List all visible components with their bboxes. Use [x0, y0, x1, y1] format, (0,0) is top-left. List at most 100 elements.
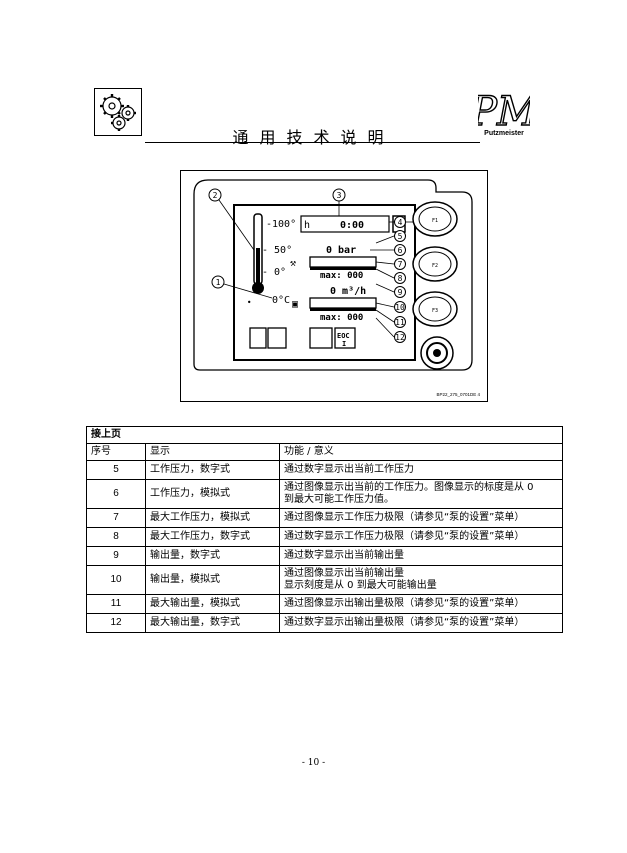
eoc-icon: [334, 327, 356, 349]
temp-scale-0: - 0°: [262, 267, 286, 278]
callout-11: 11: [395, 318, 405, 327]
output-max: max: 000: [320, 313, 363, 323]
output-value: 0 m³/h: [330, 286, 366, 297]
callout-10: 10: [395, 303, 405, 312]
eoc-label: EOC: [337, 332, 350, 340]
row-function: 通过数字显示出输出量极限（请参见“泵的设置”菜单）: [279, 613, 563, 633]
row-display: 工作压力，模拟式: [145, 479, 280, 509]
row-display: 输出量，模拟式: [145, 565, 280, 595]
callout-7: 7: [398, 260, 403, 269]
pressure-max: max: 000: [320, 271, 363, 281]
svg-text:I: I: [342, 340, 346, 348]
function-line: 通过数字显示出输出量极限（请参见“泵的设置”菜单）: [284, 617, 525, 628]
f3-label: F3: [432, 308, 438, 314]
function-line: 通过图像显示出当前输出量: [284, 568, 404, 579]
row-number: 12: [86, 613, 146, 633]
control-panel-figure: -100° - 50° - 0° ● 0°C h 0:00 0 bar ⚒ ma…: [180, 170, 488, 402]
function-line: 通过数字显示工作压力极限（请参见“泵的设置”菜单）: [284, 531, 525, 542]
row-number: 6: [86, 479, 146, 509]
callout-12: 12: [395, 333, 405, 342]
hours-value: 0:00: [340, 220, 364, 231]
output-icon: ▣: [292, 299, 298, 310]
putzmeister-logo: PM Putzmeister: [468, 87, 539, 137]
function-line: 显示刻度是从 0 到最大可能输出量: [284, 580, 437, 591]
f2-label: F2: [432, 263, 438, 269]
temp-scale-50: - 50°: [262, 245, 292, 256]
function-line: 通过图像显示出输出量极限（请参见“泵的设置”菜单）: [284, 598, 525, 609]
pressure-max-bar: [310, 267, 376, 270]
callout-6: 6: [398, 246, 403, 255]
row-display: 最大工作压力，数字式: [145, 527, 280, 547]
callout-4: 4: [398, 218, 403, 227]
row-function: 通过图像显示工作压力极限（请参见“泵的设置”菜单）: [279, 508, 563, 528]
function-button-f3[interactable]: F3: [412, 291, 458, 327]
callout-9: 9: [398, 288, 403, 297]
panel-housing: [193, 179, 473, 371]
drop-icon: ●: [248, 299, 251, 304]
soft-icon-2: [267, 327, 287, 349]
soft-icon-1: [249, 327, 267, 349]
temp-scale-100: -100°: [266, 219, 296, 230]
page-number: - 10 -: [301, 758, 326, 768]
callout-1: 1: [216, 278, 221, 287]
svg-text:⚒: ⚒: [290, 258, 296, 269]
callout-5: 5: [398, 232, 403, 241]
function-line: 到最大可能工作压力值。: [284, 494, 394, 505]
row-function: 通过数字显示工作压力极限（请参见“泵的设置”菜单）: [279, 527, 563, 547]
row-number: 9: [86, 546, 146, 566]
pm-monogram: PM: [478, 89, 530, 135]
function-line: 通过数字显示出当前输出量: [284, 550, 404, 561]
page-title: 通用技术说明: [232, 128, 395, 147]
function-line: 通过图像显示出当前的工作压力。图像显示的标度是从 0: [284, 482, 534, 493]
function-button-f1[interactable]: F1: [412, 201, 458, 237]
callout-2: 2: [213, 191, 218, 200]
temp-value: 0°C: [272, 295, 290, 306]
callout-3: 3: [337, 191, 342, 200]
row-function: 通过数字显示出当前工作压力: [279, 460, 563, 480]
row-number: 8: [86, 527, 146, 547]
callout-8: 8: [398, 274, 403, 283]
row-number: 5: [86, 460, 146, 480]
lcd-screen: [233, 204, 416, 361]
header-function: 功能 / 意义: [279, 443, 563, 461]
table-caption: 接上页: [86, 426, 563, 444]
svg-text:▣: ▣: [292, 299, 298, 310]
brand-name: Putzmeister: [484, 130, 524, 137]
row-display: 工作压力，数字式: [145, 460, 280, 480]
row-display: 输出量，数字式: [145, 546, 280, 566]
pressure-value: 0 bar: [326, 245, 356, 256]
function-line: 通过图像显示工作压力极限（请参见“泵的设置”菜单）: [284, 512, 525, 523]
row-display: 最大工作压力，模拟式: [145, 508, 280, 528]
hours-label: h: [304, 220, 310, 231]
row-function: 通过图像显示出当前输出量显示刻度是从 0 到最大可能输出量: [279, 565, 563, 595]
hours-box: [300, 215, 390, 233]
output-max-bar: [310, 308, 376, 311]
rotary-knob[interactable]: [420, 336, 454, 370]
f1-label: F1: [432, 218, 438, 224]
header-no: 序号: [86, 443, 146, 461]
row-function: 通过数字显示出当前输出量: [279, 546, 563, 566]
row-function: 通过图像显示出输出量极限（请参见“泵的设置”菜单）: [279, 594, 563, 614]
function-button-f2[interactable]: F2: [412, 246, 458, 282]
soft-icon-3: [309, 327, 333, 349]
image-code: BP22_275_0701DE 4: [436, 392, 480, 397]
row-display: 最大输出量，数字式: [145, 613, 280, 633]
header-divider: [145, 142, 480, 143]
leader-lines: [218, 199, 413, 338]
row-number: 11: [86, 594, 146, 614]
thermometer-icon: [252, 213, 264, 294]
pressure-icon: ⚒: [290, 258, 296, 269]
gears-icon: [100, 94, 136, 131]
row-number: 7: [86, 508, 146, 528]
row-display: 最大输出量，模拟式: [145, 594, 280, 614]
